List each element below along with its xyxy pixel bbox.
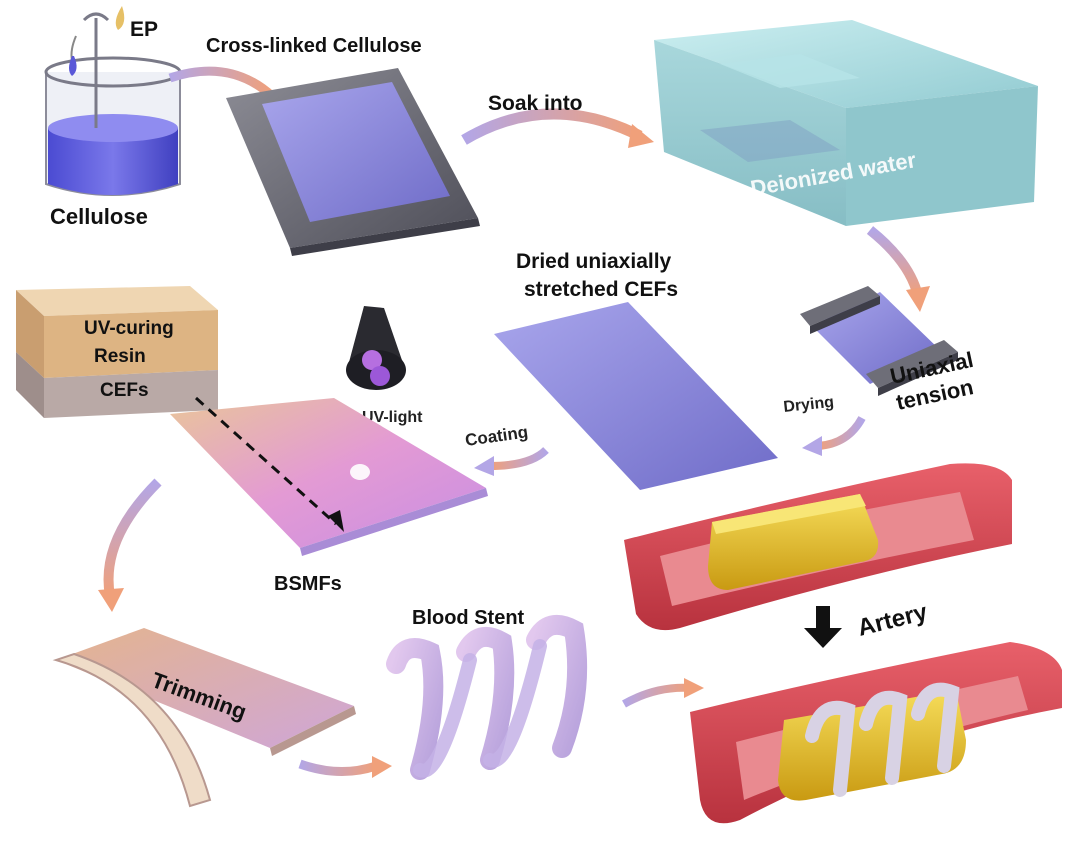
coating-label: Coating bbox=[464, 422, 529, 450]
dried-cefs-film bbox=[494, 302, 778, 490]
dried-label-line1: Dried uniaxially bbox=[516, 250, 672, 273]
arrow-water-to-tension bbox=[866, 226, 923, 298]
cellulose-beaker bbox=[44, 6, 182, 196]
dried-label-line2: stretched CEFs bbox=[524, 278, 678, 301]
bsmfs-label: BSMFs bbox=[274, 573, 342, 595]
uniaxial-tension-rig bbox=[800, 286, 958, 396]
bsmfs-film bbox=[170, 396, 488, 556]
deionized-water-tank bbox=[654, 20, 1038, 226]
layer-stack bbox=[16, 286, 218, 418]
artery-down-arrow-icon bbox=[804, 606, 842, 648]
cefs-label: CEFs bbox=[100, 380, 149, 401]
dashed-direction-arrow bbox=[194, 396, 338, 526]
blood-stent-coil bbox=[386, 614, 588, 780]
ep-drop-icon bbox=[115, 6, 125, 30]
artery-with-stent bbox=[690, 642, 1062, 824]
drying-label: Drying bbox=[783, 394, 835, 416]
uv-light-lamp bbox=[346, 306, 406, 390]
soak-into-label: Soak into bbox=[488, 92, 583, 115]
blood-stent-label: Blood Stent bbox=[412, 607, 525, 629]
artery-open bbox=[624, 463, 1012, 631]
arrow-beaker-to-film bbox=[168, 66, 276, 100]
uv-curing-label: UV-curing bbox=[84, 318, 174, 339]
uv-light-label: UV-light bbox=[362, 409, 423, 426]
cross-linked-film bbox=[226, 68, 480, 256]
arrow-to-stent bbox=[298, 759, 378, 777]
resin-label: Resin bbox=[94, 346, 146, 367]
arrow-film-to-water bbox=[461, 108, 643, 145]
artery-label: Artery bbox=[855, 598, 931, 641]
trimming-sheet bbox=[52, 628, 356, 808]
cellulose-label: Cellulose bbox=[50, 204, 148, 229]
ep-label: EP bbox=[130, 18, 158, 41]
arrow-drying bbox=[817, 415, 866, 450]
cross-linked-label: Cross-linked Cellulose bbox=[206, 35, 422, 57]
arrow-to-artery bbox=[622, 683, 691, 708]
arrow-to-trimming bbox=[103, 478, 162, 597]
arrow-coating bbox=[489, 446, 549, 470]
